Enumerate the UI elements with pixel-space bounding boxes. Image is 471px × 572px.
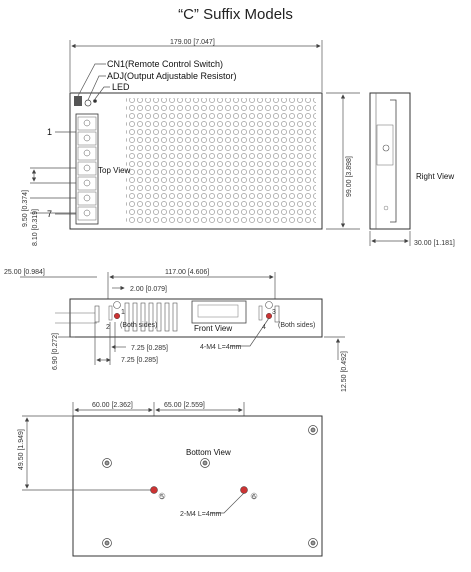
bottom-view-body <box>72 415 323 557</box>
dim-front-small: 2.00 [0.079] <box>130 286 167 293</box>
callout-led: LED <box>112 82 130 92</box>
callout-adj: ADJ(Output Adjustable Resistor) <box>107 71 237 81</box>
hole-marker-2: 2 <box>106 324 110 331</box>
vent-pattern <box>126 98 316 224</box>
bottom-view-label: Bottom View <box>186 448 231 457</box>
right-view-label: Right View <box>416 172 454 181</box>
note-both-sides-right: (Both sides) <box>278 322 315 329</box>
top-view-label: Top View <box>98 166 131 175</box>
top-view: 179.00 [7.047] CN1(Remote Control <box>22 39 323 246</box>
hole-marker-4: 4 <box>262 324 266 331</box>
front-view-label: Front View <box>194 324 232 333</box>
bottom-view: 60.00 [2.362] 65.00 [2.559] 49.50 [1.949… <box>18 402 323 557</box>
front-view: 25.00 [0.984] 117.00 [4.606] 2.00 [0.079… <box>4 269 348 392</box>
pin-first-label: 1 <box>47 127 52 137</box>
dim-bottom-60: 60.00 [2.362] <box>92 402 133 409</box>
dim-front-690: 6.90 [0.272] <box>52 333 59 370</box>
hole-marker-5: 5 <box>160 494 164 501</box>
note-screw-bottom: 2-M4 L=4mm <box>180 511 222 518</box>
note-screw-front: 4-M4 L=4mm <box>200 344 242 351</box>
dim-offset-term: 8.10 [0.319] <box>32 209 39 246</box>
page-title: “C” Suffix Models <box>178 6 293 23</box>
dim-bottom-65: 65.00 [2.559] <box>164 402 205 409</box>
dim-front-left: 25.00 [0.984] <box>4 269 45 276</box>
dim-front-725a: 7.25 [0.285] <box>131 345 168 352</box>
dim-front-1250: 12.50 [0.492] <box>341 351 348 392</box>
dim-front-span: 117.00 [4.606] <box>165 269 209 276</box>
right-view: Right View 99.00 [3.898] 30.00 [1.181] <box>326 92 455 247</box>
dim-depth-right: 30.00 [1.181] <box>414 240 455 247</box>
dim-front-725b: 7.25 [0.285] <box>121 357 158 364</box>
hole-marker-1: 1 <box>121 309 125 316</box>
dim-pitch: 9.50 [0.374] <box>22 190 29 227</box>
hole-marker-3: 3 <box>272 309 276 316</box>
callout-cn1: CN1(Remote Control Switch) <box>107 59 223 69</box>
pin-last-label: 7 <box>47 209 52 219</box>
adj-resistor <box>84 99 92 107</box>
dim-length-top: 179.00 [7.047] <box>170 39 215 46</box>
note-both-sides-left: (Both sides) <box>120 322 157 329</box>
cn1-connector <box>74 96 82 106</box>
dim-height-right: 99.00 [3.898] <box>346 156 353 197</box>
led-indicator <box>93 99 97 103</box>
hole-marker-6: 6 <box>252 494 256 501</box>
dim-bottom-4950: 49.50 [1.949] <box>18 429 25 470</box>
